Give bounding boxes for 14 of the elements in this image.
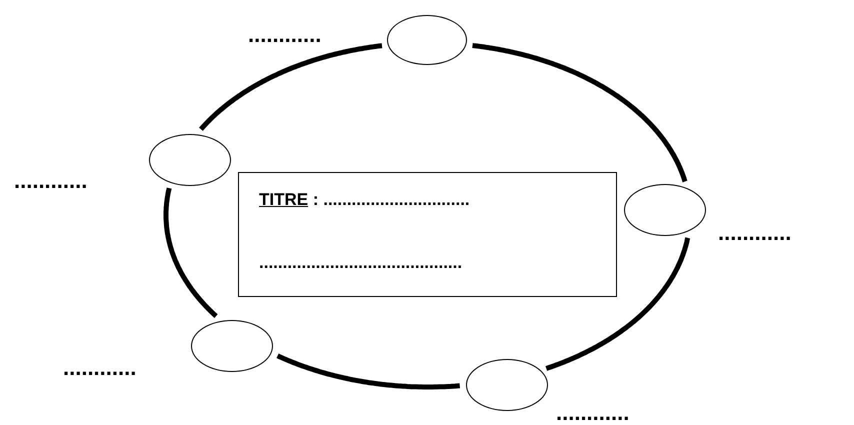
fill-in-line: ............ <box>556 402 630 424</box>
cycle-arc <box>199 43 382 131</box>
cycle-arc <box>164 187 218 318</box>
cycle-arc <box>545 236 690 371</box>
fill-in-line: ............ <box>63 357 136 379</box>
title-fill-in-line: TITRE : ............................... <box>259 190 470 210</box>
fill-in-line: ............ <box>14 170 88 192</box>
fill-in-line: ............ <box>718 222 792 244</box>
title-box <box>238 172 617 297</box>
step-ellipse <box>466 359 548 411</box>
fill-in-line: ........................................... <box>259 253 462 273</box>
cycle-arc <box>472 43 688 183</box>
cycle-arc <box>276 354 460 390</box>
fill-in-line: ............ <box>248 24 322 46</box>
